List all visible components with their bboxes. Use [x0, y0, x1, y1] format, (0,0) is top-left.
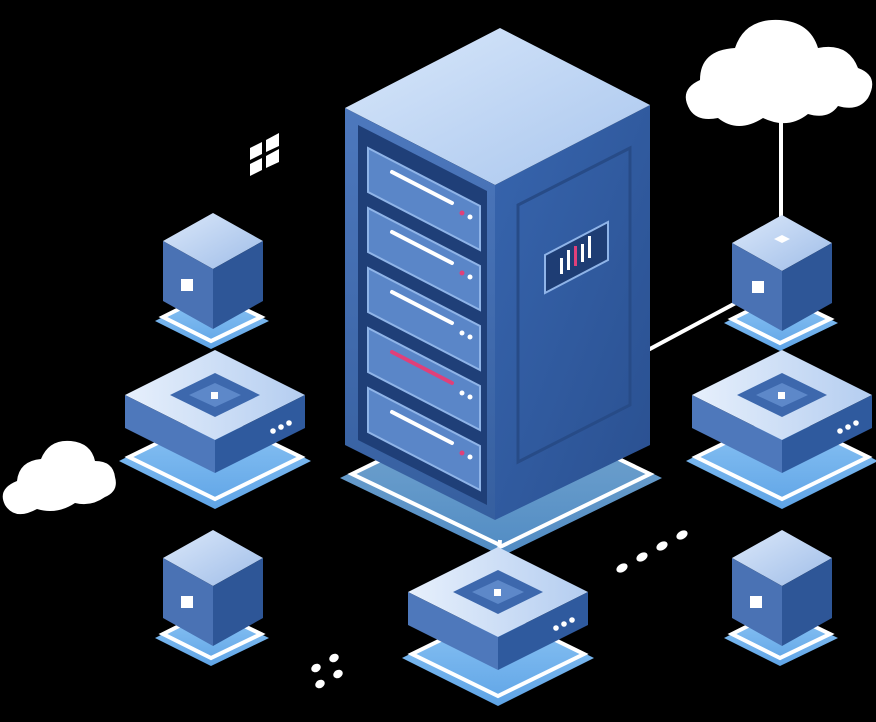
storage-cube-icon	[155, 530, 269, 666]
storage-cube-icon	[724, 215, 838, 351]
server-unit	[367, 146, 481, 252]
storage-cube-icon	[724, 530, 838, 666]
window-grid-icon	[250, 133, 279, 176]
server-unit	[367, 206, 481, 312]
network-node-icon	[402, 547, 594, 706]
server-unit	[367, 326, 481, 432]
cloud-icon	[2, 440, 116, 515]
network-node-icon	[686, 350, 876, 509]
server-rack-icon	[345, 28, 650, 520]
dots-icon	[311, 530, 688, 689]
rack-monitor-display	[544, 220, 609, 295]
server-unit	[367, 386, 481, 492]
network-node-icon	[119, 350, 311, 509]
storage-cube-icon	[155, 213, 269, 349]
server-unit	[367, 266, 481, 372]
cloud-icon	[685, 19, 873, 126]
